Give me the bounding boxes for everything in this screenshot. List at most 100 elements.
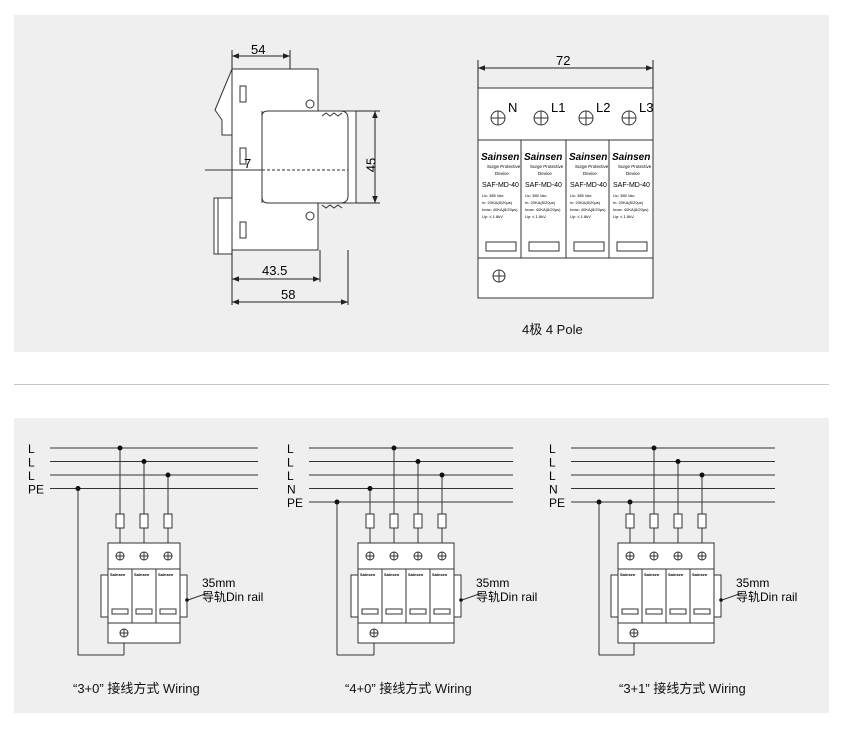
din-rail-label: 35mm	[202, 576, 235, 590]
conductor-label: L	[28, 469, 35, 483]
conductor-label: PE	[287, 496, 303, 510]
module-window	[135, 608, 153, 615]
module-spec: Uc: 385 Vac	[525, 193, 547, 198]
pole-label: N	[508, 100, 517, 115]
module-model: SAF-MD-40	[482, 182, 519, 189]
module-model: SAF-MD-40	[525, 182, 562, 189]
module-subtitle: Surge Protective	[618, 164, 652, 169]
fuse	[697, 513, 707, 529]
module-subtitle: Device	[538, 171, 552, 176]
module-spec: Up: ≤ 1.8kV	[482, 214, 503, 219]
module-window	[621, 608, 639, 615]
conductor-label: L	[28, 456, 35, 470]
terminal-screw-icon	[649, 551, 659, 561]
terminal-screw-icon	[139, 551, 149, 561]
terminal-screw-icon	[163, 551, 173, 561]
terminal-screw-icon	[369, 628, 379, 638]
din-clip	[453, 574, 462, 618]
section-divider	[14, 384, 829, 385]
junction-dot	[185, 598, 189, 602]
wiring-caption-3-0: “3+0” 接线方式 Wiring	[73, 681, 200, 696]
din-clip	[610, 574, 619, 618]
module-window	[573, 241, 605, 252]
module-brand: Sainsen	[384, 572, 400, 577]
terminal-screw-icon	[625, 551, 635, 561]
module-window	[645, 608, 663, 615]
fuse	[163, 513, 173, 529]
junction-dot	[415, 459, 421, 464]
din-clip	[179, 574, 188, 618]
junction-dot	[699, 472, 705, 478]
din-clip	[350, 574, 359, 618]
dimension-drawing-panel	[14, 15, 829, 352]
module-subtitle: Surge Protective	[530, 164, 564, 169]
module-model: SAF-MD-40	[570, 182, 607, 189]
module-brand: Sainsen	[524, 152, 562, 163]
terminal-screw-icon	[673, 551, 683, 561]
terminal-screw-icon	[578, 110, 594, 126]
din-clip	[100, 574, 109, 618]
module-subtitle: Device	[626, 171, 640, 176]
conductor-label: L	[287, 442, 294, 456]
dim-mid-offset: 7	[244, 156, 251, 171]
module-brand: Sainsen	[432, 572, 448, 577]
conductor-label: PE	[28, 483, 44, 497]
conductor-label: L	[549, 456, 556, 470]
dim-top-width: 54	[251, 42, 265, 57]
fuse	[389, 513, 399, 529]
fuse	[437, 513, 447, 529]
junction-dot	[334, 499, 340, 505]
terminal-screw-icon	[533, 110, 549, 126]
module-window	[433, 608, 451, 615]
module-brand: Sainsen	[644, 572, 660, 577]
module-spec: In: 20KA(8/20μs)	[613, 200, 644, 205]
terminal-screw-icon	[365, 551, 375, 561]
wiring-caption-4-0: “4+0” 接线方式 Wiring	[345, 681, 472, 696]
module-spec: Up: ≤ 1.8kV	[570, 214, 591, 219]
module-spec: In: 20KA(8/20μs)	[570, 200, 601, 205]
side-view	[205, 68, 357, 255]
module-brand: Sainsen	[134, 572, 150, 577]
junction-dot	[117, 445, 123, 451]
din-rail-label: 导轨Din rail	[476, 590, 537, 604]
module-subtitle: Device	[495, 171, 509, 176]
module-brand: Sainsen	[110, 572, 126, 577]
conductor-label: L	[28, 442, 35, 456]
terminal-screw-icon	[115, 551, 125, 561]
conductor-label: L	[549, 469, 556, 483]
terminal-screw-icon	[119, 628, 129, 638]
conductor-label: L	[287, 469, 294, 483]
junction-dot	[391, 445, 397, 451]
conductor-label: PE	[549, 496, 565, 510]
bottom-terminal-icon	[492, 269, 506, 283]
module-brand: Sainsen	[569, 152, 607, 163]
conductor-label: L	[549, 442, 556, 456]
terminal-screw-icon	[437, 551, 447, 561]
wiring-caption-3-1: “3+1” 接线方式 Wiring	[619, 681, 746, 696]
front-dimension-lines	[477, 60, 654, 88]
terminal-screw-icon	[413, 551, 423, 561]
module-brand: Sainsen	[668, 572, 684, 577]
module-window	[159, 608, 177, 615]
fuse	[115, 513, 125, 529]
terminal-screw-icon	[629, 628, 639, 638]
terminal-screw-icon	[389, 551, 399, 561]
din-rail-label: 35mm	[736, 576, 769, 590]
junction-dot	[367, 486, 373, 491]
junction-dot	[719, 598, 723, 602]
junction-dot	[675, 459, 681, 464]
module-window	[616, 241, 648, 252]
leader-line	[721, 592, 743, 601]
module-model: SAF-MD-40	[613, 182, 650, 189]
fuse	[673, 513, 683, 529]
side-dimension-lines	[231, 50, 380, 305]
module-spec: Uc: 385 Vac	[570, 193, 592, 198]
pole-label: L3	[639, 100, 653, 115]
module-spec: Imax: 40KA(8/20μs)	[525, 207, 561, 212]
module-brand: Sainsen	[158, 572, 174, 577]
